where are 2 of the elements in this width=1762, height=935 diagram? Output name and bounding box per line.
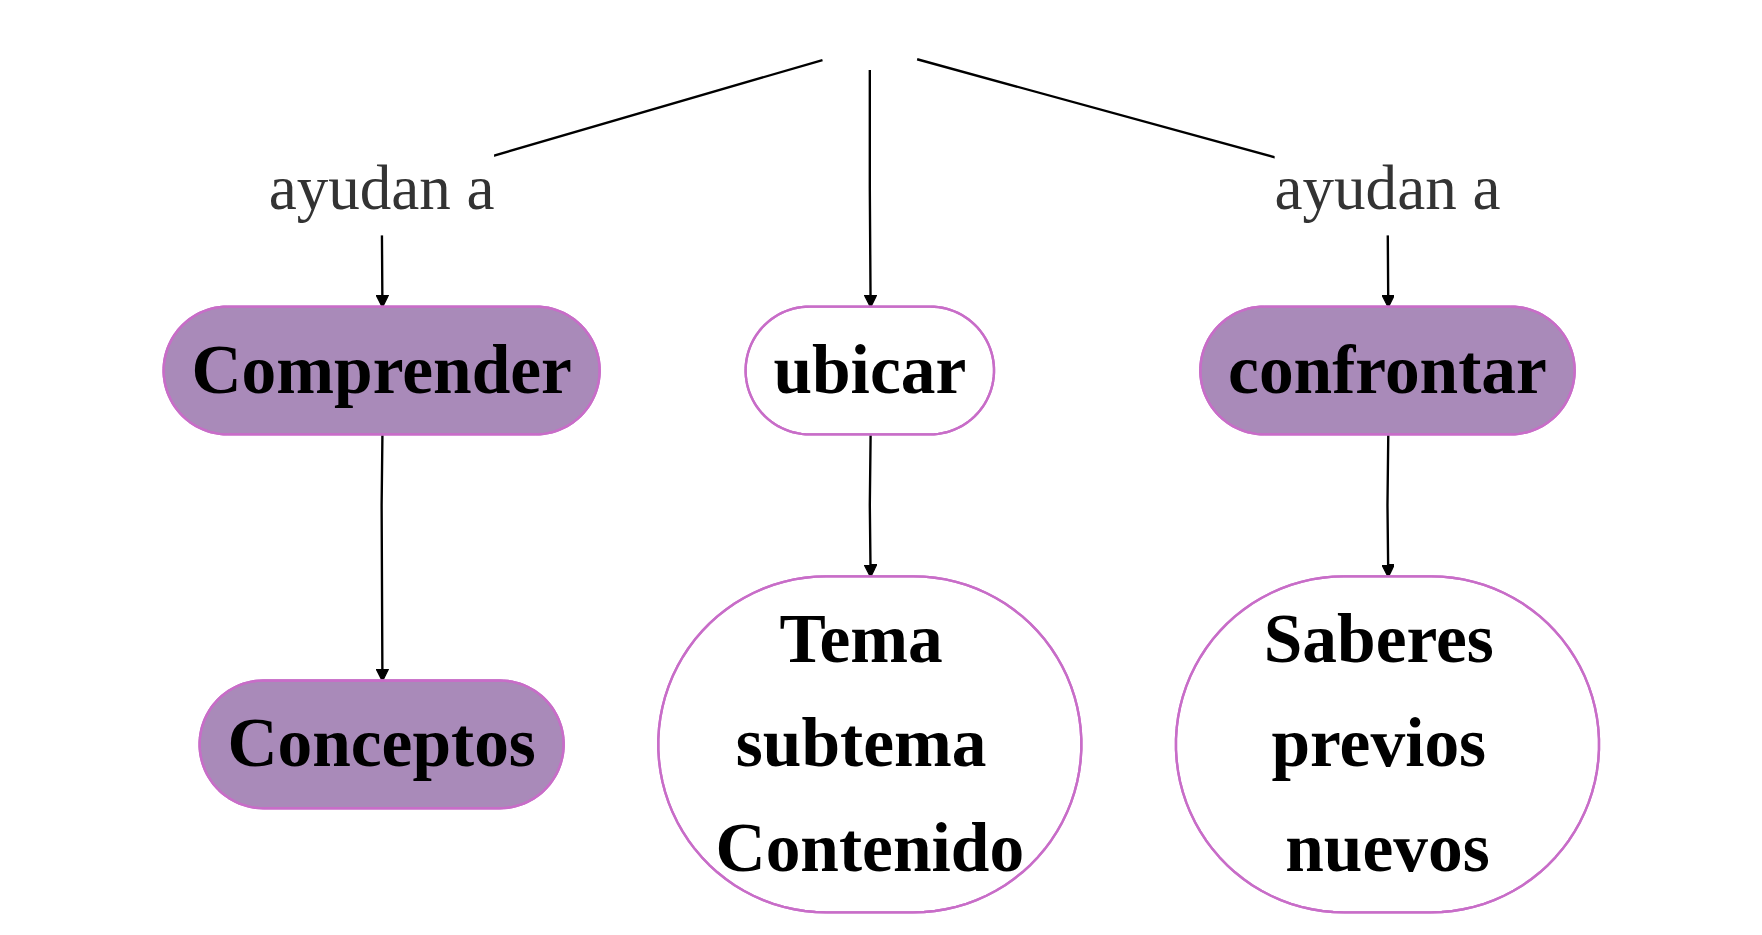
- edge-label: ayudan a: [1274, 151, 1501, 223]
- edge-label: ayudan a: [268, 151, 495, 223]
